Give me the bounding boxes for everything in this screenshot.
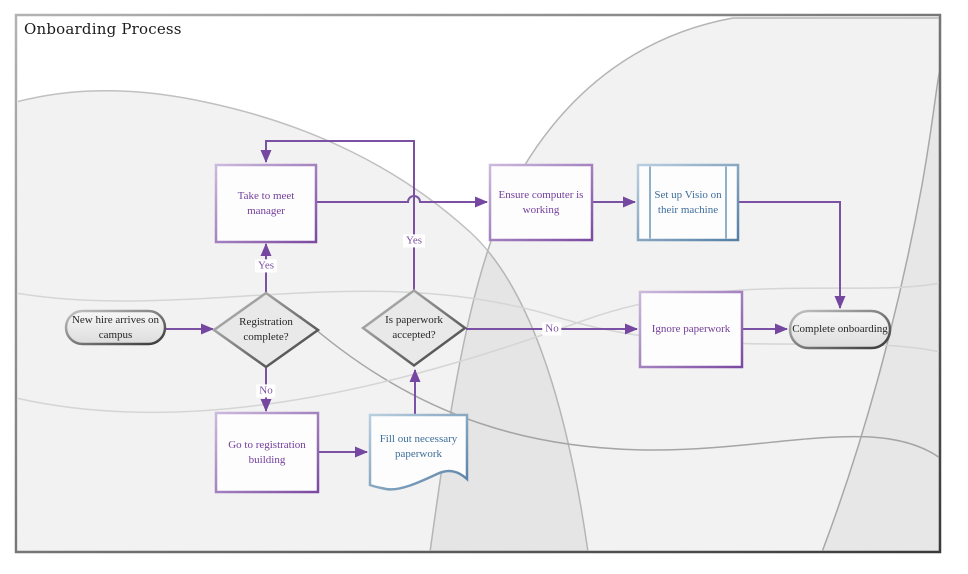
predefined-process-setup-visio-shape[interactable] [636,163,740,242]
decision-paperwork-shape[interactable] [360,288,468,368]
process-go-to-registration-shape[interactable] [214,411,320,494]
connector-visio-to-complete[interactable] [738,201,846,309]
decision-registration-shape[interactable] [211,291,321,369]
process-ignore-paperwork-shape[interactable] [638,290,744,369]
connector-manager-to-computer[interactable] [316,195,488,208]
process-take-to-meet-manager-shape[interactable] [214,163,318,244]
document-fill-out-paperwork-shape[interactable] [368,413,469,491]
background-curve-bottom [299,315,939,459]
end-shape[interactable] [788,309,892,350]
background-wave-right-inner [821,68,939,551]
connector-accepted-yes-to-manager[interactable] [260,140,415,290]
page-title: Onboarding Process [24,20,182,38]
start-shape[interactable] [64,309,167,346]
process-ensure-computer-shape[interactable] [488,163,594,242]
